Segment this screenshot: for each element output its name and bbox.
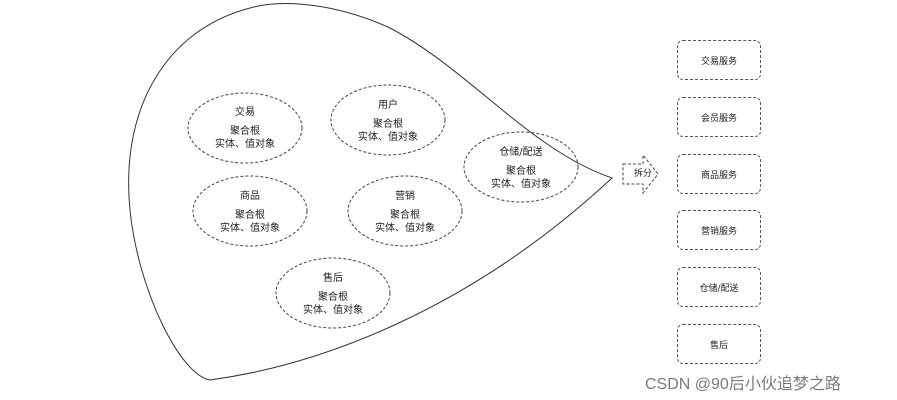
watermark-text: CSDN @90后小伙追梦之路 — [645, 376, 841, 393]
split-arrow-icon — [622, 153, 659, 195]
domain-line2: 实体、值对象 — [215, 139, 275, 150]
service-box-warehouse: 仓储/配送 — [677, 267, 761, 307]
domain-ellipse-product — [192, 175, 308, 247]
domain-ellipse-warehouse — [463, 131, 579, 203]
domain-title: 仓储/配送 — [499, 147, 543, 158]
domain-product: 商品 聚合根 实体、值对象 — [190, 190, 310, 235]
domain-line1: 聚合根 — [318, 292, 348, 303]
domain-title: 交易 — [235, 107, 255, 118]
domain-ellipse-marketing — [347, 175, 463, 247]
domain-ellipse-trade — [187, 92, 303, 164]
domain-trade: 交易 聚合根 实体、值对象 — [185, 106, 305, 151]
service-box-trade: 交易服务 — [677, 40, 761, 80]
service-box-marketing: 营销服务 — [677, 210, 761, 250]
domain-title: 商品 — [240, 191, 260, 202]
service-box-product: 商品服务 — [677, 154, 761, 194]
domain-line2: 实体、值对象 — [375, 223, 435, 234]
domain-warehouse: 仓储/配送 聚合根 实体、值对象 — [461, 146, 581, 191]
domain-ellipse-user — [330, 84, 446, 156]
domain-line1: 聚合根 — [230, 126, 260, 137]
domain-line2: 实体、值对象 — [303, 305, 363, 316]
domain-line1: 聚合根 — [390, 210, 420, 221]
domain-title: 售后 — [323, 273, 343, 284]
domain-aftersale: 售后 聚合根 实体、值对象 — [273, 272, 393, 317]
domain-line1: 聚合根 — [373, 119, 403, 130]
split-label: 拆分 — [633, 169, 652, 179]
domain-title: 用户 — [378, 100, 398, 111]
domain-ellipse-aftersale — [275, 257, 391, 329]
monolith-outline — [128, 3, 613, 381]
domain-line1: 聚合根 — [235, 210, 265, 221]
domain-marketing: 营销 聚合根 实体、值对象 — [345, 190, 465, 235]
domain-line2: 实体、值对象 — [358, 132, 418, 143]
domain-title: 营销 — [395, 191, 415, 202]
service-box-aftersale: 售后 — [677, 324, 761, 364]
domain-line2: 实体、值对象 — [491, 179, 551, 190]
domain-line1: 聚合根 — [506, 166, 536, 177]
service-box-member: 会员服务 — [677, 97, 761, 137]
domain-user: 用户 聚合根 实体、值对象 — [328, 99, 448, 144]
domain-line2: 实体、值对象 — [220, 223, 280, 234]
